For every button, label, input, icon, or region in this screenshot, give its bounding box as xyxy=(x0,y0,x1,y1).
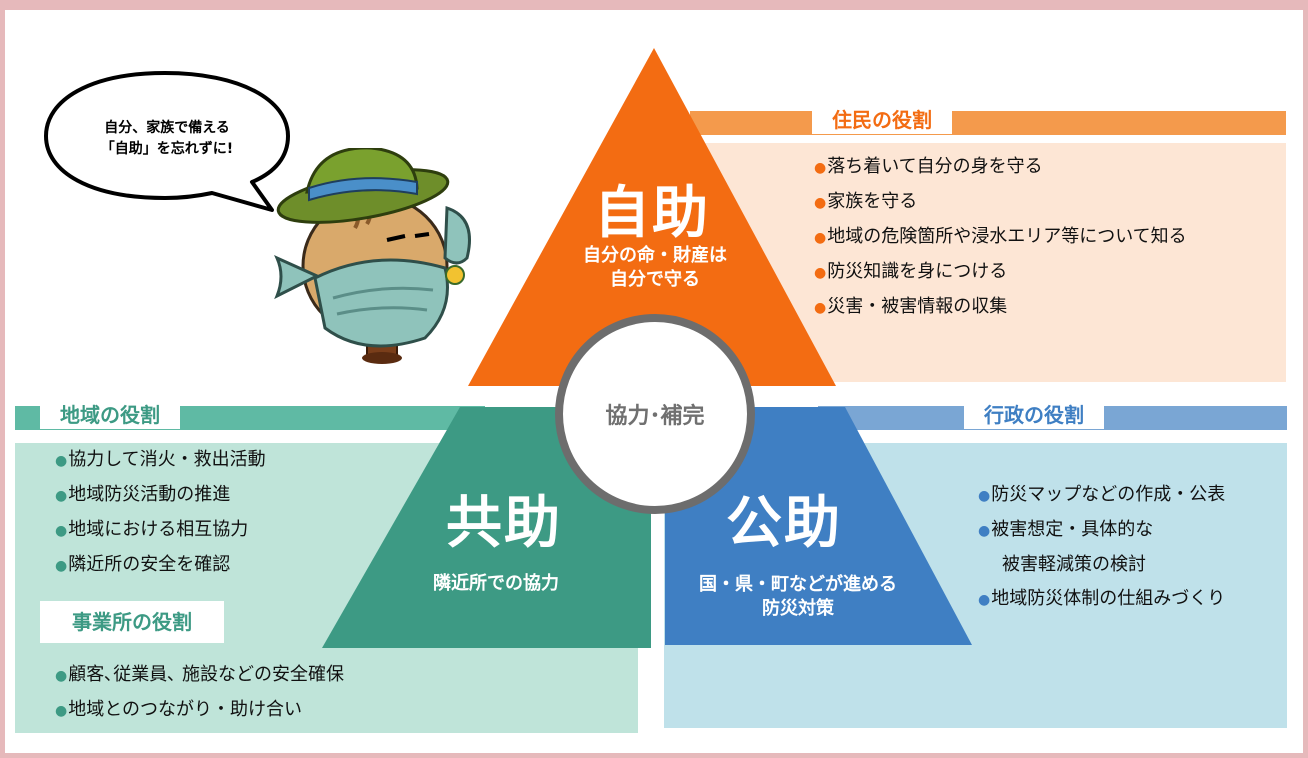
residents-header: 住民の役割 xyxy=(812,106,952,134)
list-item: ●落ち着いて自分の身を守る xyxy=(814,156,1043,177)
kyojo-title: 共助 xyxy=(446,491,562,556)
kyojo-subtitle: 隣近所での協力 xyxy=(433,573,559,594)
government-header: 行政の役割 xyxy=(964,401,1104,429)
list-item: ●地域における相互協力 xyxy=(55,519,249,540)
community-list: ●協力して消火・救出活動 ●地域防災活動の推進 ●地域における相互協力 ●隣近所… xyxy=(55,443,266,583)
list-item: ●被害想定・具体的な xyxy=(978,519,1154,540)
kojo-subtitle-line2: 防災対策 xyxy=(762,598,834,619)
list-item: ●隣近所の安全を確認 xyxy=(55,554,231,575)
kyojo-trapezoid xyxy=(322,407,651,648)
business-list: ●顧客､従業員､ 施設などの安全確保 ●地域とのつながり・助け合い xyxy=(55,658,344,728)
jijo-subtitle-line2: 自分で守る xyxy=(610,269,700,290)
speech-bubble-line1: 自分、家族で備える xyxy=(104,120,230,136)
list-item: ●協力して消火・救出活動 xyxy=(55,449,266,470)
list-item: ●地域防災活動の推進 xyxy=(55,484,231,505)
list-item: ●災害・被害情報の収集 xyxy=(814,296,1008,317)
jijo-subtitle-line1: 自分の命・財産は xyxy=(583,245,727,266)
list-item: ●地域の危険箇所や浸水エリア等について知る xyxy=(814,226,1187,247)
list-item: ●顧客､従業員､ 施設などの安全確保 xyxy=(55,664,344,685)
list-item: ●防災知識を身につける xyxy=(814,261,1008,282)
list-item: ●家族を守る xyxy=(814,191,918,212)
speech-bubble-line2: 「自助」を忘れずに! xyxy=(100,141,234,157)
residents-list: ●落ち着いて自分の身を守る ●家族を守る ●地域の危険箇所や浸水エリア等について… xyxy=(814,150,1187,325)
community-header: 地域の役割 xyxy=(40,401,180,429)
mascot-illustration xyxy=(274,148,471,364)
jijo-triangle xyxy=(468,48,836,386)
list-item: ●防災マップなどの作成・公表 xyxy=(978,484,1226,505)
government-list: ●防災マップなどの作成・公表 ●被害想定・具体的な 被害軽減策の検討 ●地域防災… xyxy=(978,478,1225,617)
business-header: 事業所の役割 xyxy=(40,601,224,643)
center-circle xyxy=(555,314,755,514)
list-item: 被害軽減策の検討 xyxy=(1002,554,1146,575)
jijo-title: 自助 xyxy=(594,181,710,246)
kojo-subtitle: 国・県・町などが進める 防災対策 xyxy=(668,573,928,621)
residents-header-bar xyxy=(690,111,1286,135)
kojo-title: 公助 xyxy=(726,491,842,556)
list-item: ●地域防災体制の仕組みづくり xyxy=(978,588,1226,609)
list-item: ●地域とのつながり・助け合い xyxy=(55,699,303,720)
kojo-subtitle-line1: 国・県・町などが進める xyxy=(699,574,897,595)
speech-bubble xyxy=(44,71,290,212)
speech-bubble-text: 自分、家族で備える 「自助」を忘れずに! xyxy=(62,118,272,160)
center-circle-label: 協力･補完 xyxy=(605,404,705,429)
kojo-trapezoid xyxy=(665,407,972,645)
jijo-subtitle: 自分の命・財産は 自分で守る xyxy=(555,244,755,292)
